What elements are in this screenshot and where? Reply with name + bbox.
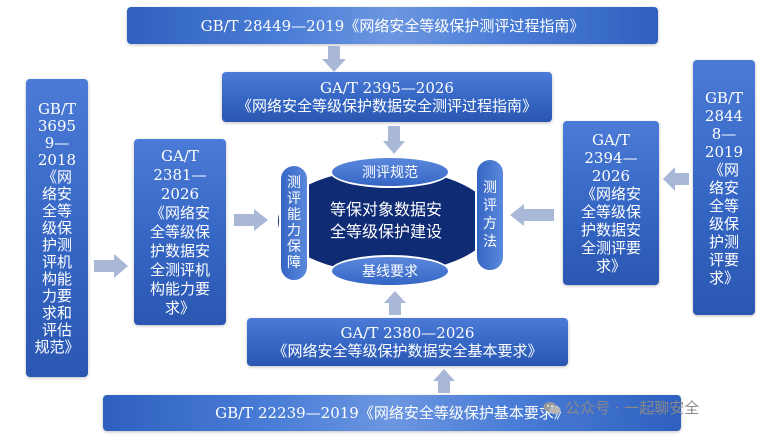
assessment-method-label: 测 评 方 法 (483, 180, 497, 250)
standard-gbt-28448: GB/T 2844 8— 2019 《网 络安 全等 级保 护测 评要 求》 (693, 60, 755, 315)
standard-gat-2380-label: GA/T 2380—2026 《网络安全等级保护数据安全基本要求》 (272, 324, 543, 360)
arrow-right-inner-left (234, 209, 268, 231)
assessment-spec-oval: 测评规范 (330, 156, 450, 188)
standard-gbt-36959-label: GB/T 3695 9— 2018 《网 络安 全等 级保 护测 评机 构能 力… (34, 99, 80, 356)
standard-gat-2381: GA/T 2381— 2026 《网络安 全等级保 护数据安 全测评机 构能力要… (134, 139, 226, 325)
core-protection-label: 等保对象数据安 全等级保护建设 (329, 200, 442, 241)
arrow-down-top (322, 46, 346, 72)
baseline-requirements-label: 基线要求 (362, 264, 418, 280)
standard-gat-2395: GA/T 2395—2026 《网络安全等级保护数据安全测评过程指南》 (222, 72, 552, 122)
core-protection-oval: 等保对象数据安 全等级保护建设 (278, 169, 494, 273)
standard-gat-2394: GA/T 2394— 2026 《网络安 全等级保 护数据安 全测评要 求》 (563, 121, 659, 285)
standard-gbt-22239: GB/T 22239—2019《网络安全等级保护基本要求》 (103, 395, 681, 431)
standard-gat-2394-label: GA/T 2394— 2026 《网络安 全等级保 护数据安 全测评要 求》 (580, 131, 641, 275)
arrow-left-outer-right (663, 167, 689, 191)
arrow-up-bottom (433, 369, 455, 393)
standard-gbt-36959: GB/T 3695 9— 2018 《网 络安 全等 级保 护测 评机 构能 力… (26, 79, 88, 377)
arrow-down-upper (383, 126, 405, 154)
arrow-up-lower (384, 291, 406, 315)
baseline-requirements-oval: 基线要求 (330, 255, 450, 287)
standard-gat-2381-label: GA/T 2381— 2026 《网络安 全等级保 护数据安 全测评机 构能力要… (149, 146, 210, 317)
capability-assurance-oval: 测 评 能 力 保 障 (279, 164, 309, 282)
assessment-method-oval: 测 评 方 法 (475, 158, 505, 272)
standard-gat-2395-label: GA/T 2395—2026 《网络安全等级保护数据安全测评过程指南》 (236, 79, 537, 115)
wechat-icon (543, 401, 561, 414)
standard-gat-2380: GA/T 2380—2026 《网络安全等级保护数据安全基本要求》 (247, 318, 568, 366)
arrow-left-inner-right (510, 204, 554, 226)
capability-assurance-label: 测 评 能 力 保 障 (287, 175, 301, 271)
watermark-text: 公众号 · 一起聊安全 (565, 399, 700, 417)
standard-gbt-22239-label: GB/T 22239—2019《网络安全等级保护基本要求》 (215, 404, 569, 422)
assessment-spec-label: 测评规范 (362, 165, 418, 181)
standard-gbt-28449-label: GB/T 28449—2019《网络安全等级保护测评过程指南》 (200, 16, 585, 35)
standard-gbt-28449: GB/T 28449—2019《网络安全等级保护测评过程指南》 (127, 7, 658, 44)
watermark: 公众号 · 一起聊安全 (543, 397, 699, 418)
standard-gbt-28448-label: GB/T 2844 8— 2019 《网 络安 全等 级保 护测 评要 求》 (704, 88, 744, 287)
arrow-right-outer-left (94, 254, 128, 278)
